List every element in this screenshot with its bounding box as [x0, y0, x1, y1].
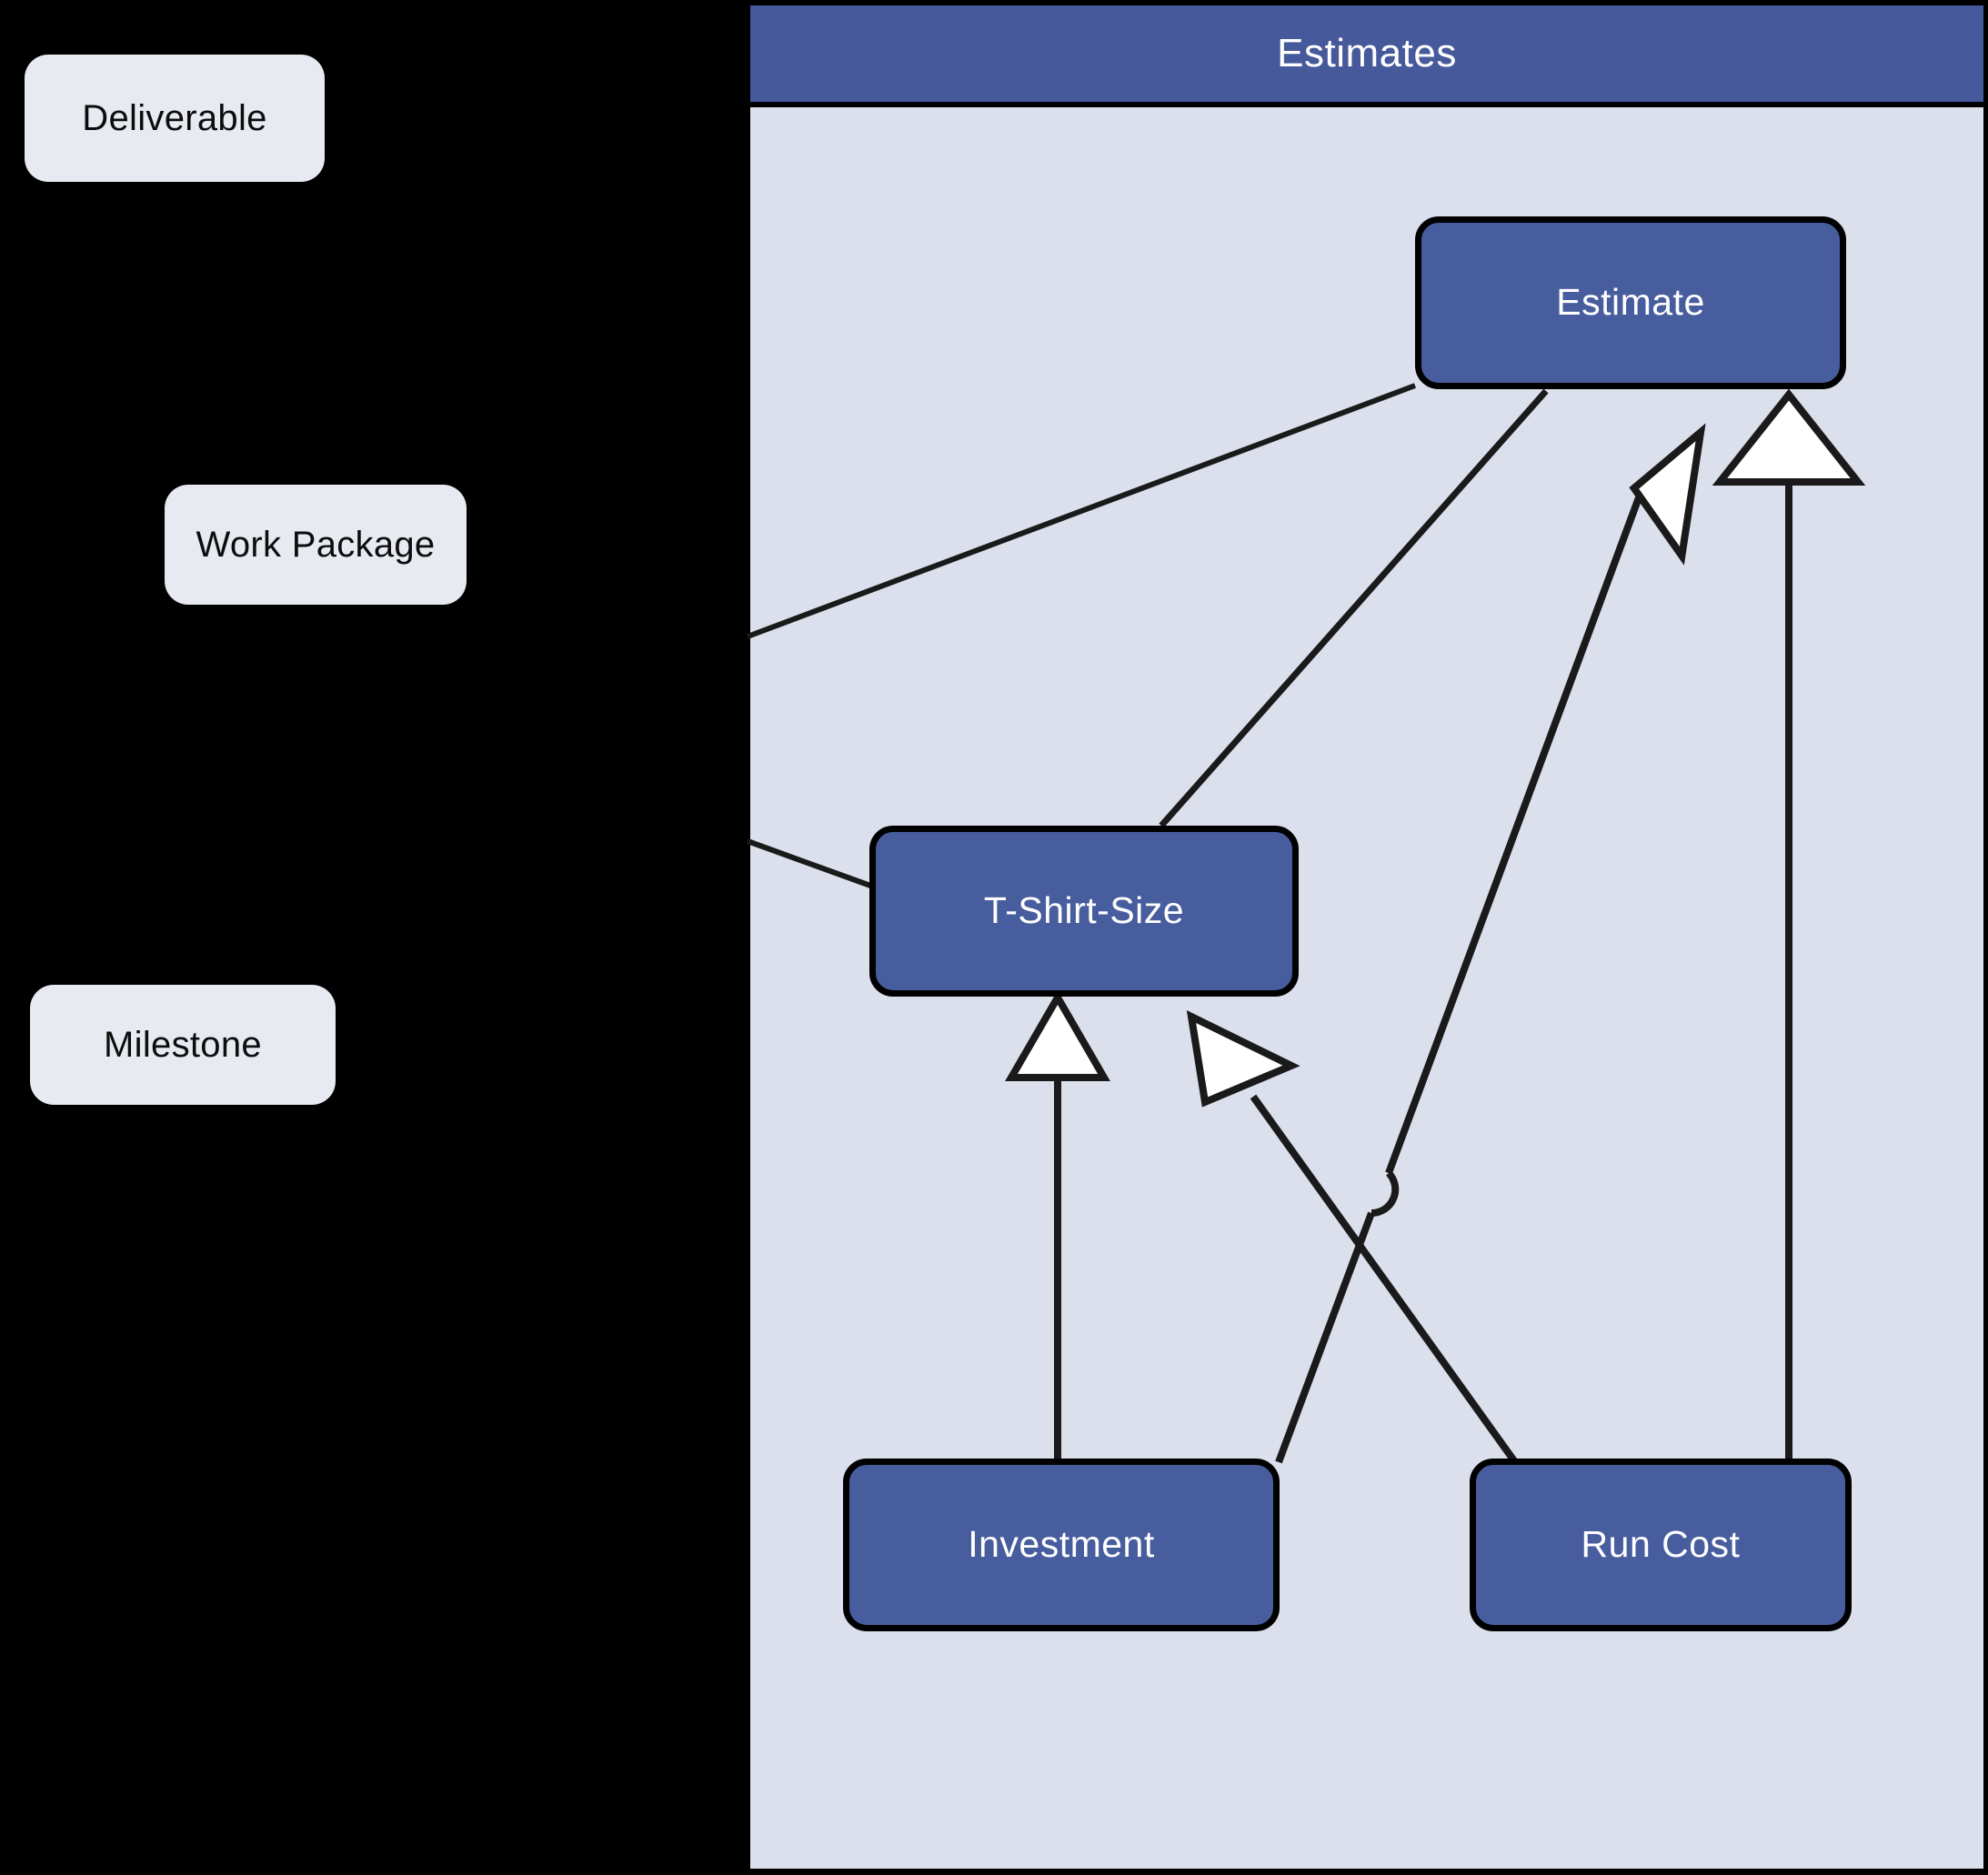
- package-header: Estimates: [748, 3, 1986, 105]
- class-node-estimate-label: Estimate: [1556, 281, 1705, 324]
- class-node-run-cost[interactable]: Run Cost: [1470, 1459, 1852, 1631]
- class-node-t-shirt-size-label: T-Shirt-Size: [983, 889, 1185, 932]
- legend-node-deliverable-label: Deliverable: [82, 98, 267, 138]
- legend-node-milestone[interactable]: Milestone: [30, 985, 336, 1105]
- class-node-investment[interactable]: Investment: [843, 1459, 1280, 1631]
- legend-node-milestone-label: Milestone: [104, 1025, 262, 1065]
- package-title: Estimates: [1277, 31, 1457, 75]
- class-node-estimate[interactable]: Estimate: [1415, 216, 1846, 389]
- class-node-investment-label: Investment: [968, 1523, 1155, 1566]
- legend-node-work-package-label: Work Package: [196, 525, 436, 565]
- legend-node-deliverable[interactable]: Deliverable: [25, 55, 325, 182]
- class-node-t-shirt-size[interactable]: T-Shirt-Size: [869, 826, 1299, 997]
- class-node-run-cost-label: Run Cost: [1581, 1523, 1741, 1566]
- legend-node-work-package[interactable]: Work Package: [165, 485, 467, 605]
